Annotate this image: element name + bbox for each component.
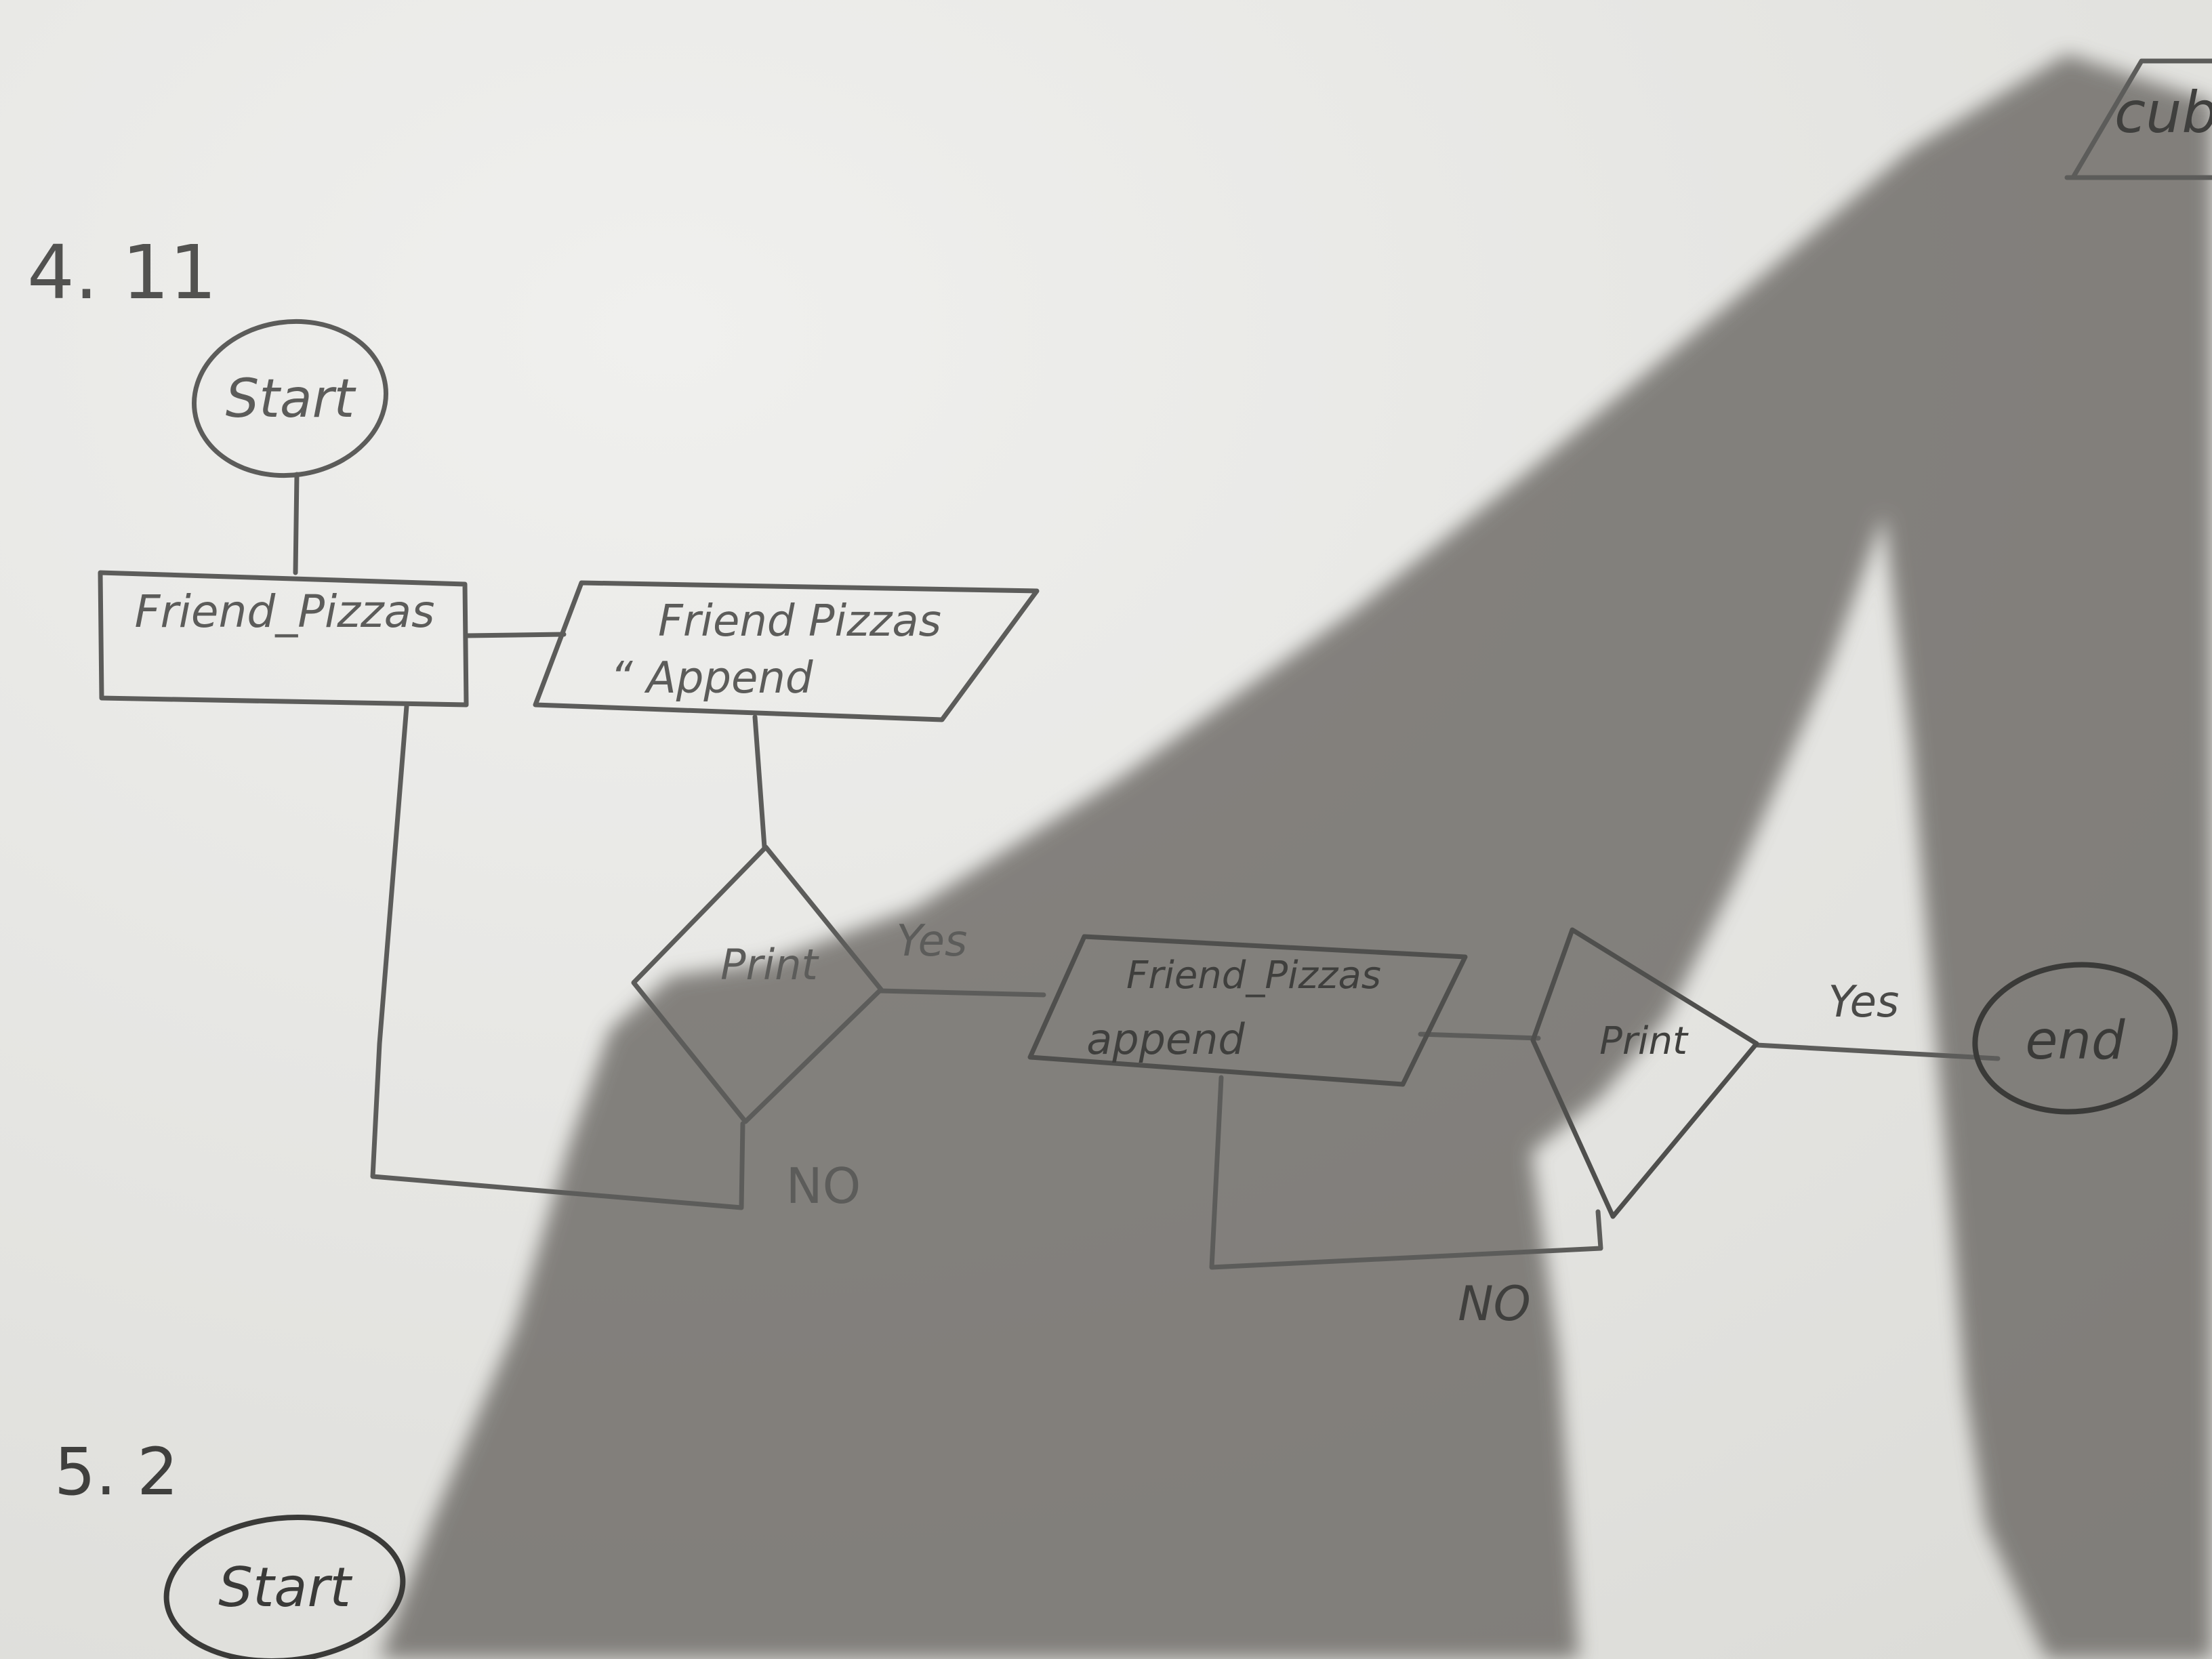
hand-shadow bbox=[380, 54, 2212, 1659]
next-problem-label: 5. 2 bbox=[54, 1434, 178, 1510]
decision1-yes-line bbox=[877, 988, 1046, 998]
decision-1: Print Yes NO bbox=[631, 844, 968, 1214]
output-shape: Friend_Pizzas append bbox=[1027, 934, 1468, 1087]
decision-1-label: Print bbox=[720, 940, 819, 989]
process-to-input-line bbox=[464, 632, 567, 638]
end-terminal: end bbox=[1972, 962, 2178, 1115]
decision-1-yes-label: Yes bbox=[897, 916, 968, 966]
start-terminal: Start bbox=[192, 319, 388, 478]
end-label: end bbox=[2026, 1010, 2125, 1071]
input-label-line1: Friend Pizzas bbox=[658, 596, 941, 647]
decision2-yes-line bbox=[1754, 1042, 2001, 1061]
start-to-process-line bbox=[293, 472, 300, 575]
problem-label: 4. 11 bbox=[27, 229, 217, 316]
connector-lines bbox=[293, 58, 2212, 1270]
start-terminal-2: Start bbox=[163, 1514, 406, 1659]
process-box: Friend_Pizzas bbox=[98, 570, 469, 708]
input-label-line2: “ Append bbox=[610, 653, 813, 703]
decision-2-no-label: NO bbox=[1458, 1276, 1530, 1332]
corner-fragment-label: cub bbox=[2114, 79, 2212, 146]
decision-2: Print Yes NO bbox=[1458, 927, 1900, 1332]
output-to-decision2-line bbox=[1418, 1031, 1541, 1041]
decision-2-label: Print bbox=[1599, 1019, 1689, 1063]
process-label: Friend_Pizzas bbox=[134, 586, 434, 638]
output-label-line2: append bbox=[1086, 1015, 1245, 1064]
decision-2-yes-label: Yes bbox=[1828, 977, 1900, 1027]
start-label: Start bbox=[226, 369, 356, 430]
input-shape: Friend Pizzas “ Append bbox=[533, 580, 1040, 722]
start-2-label: Start bbox=[218, 1556, 352, 1619]
decision2-no-loop-line bbox=[1209, 1075, 1603, 1270]
corner-shape-line bbox=[2064, 58, 2212, 180]
output-label-line1: Friend_Pizzas bbox=[1126, 954, 1381, 998]
input-to-decision-line bbox=[752, 714, 767, 850]
decision-1-no-label: NO bbox=[786, 1158, 861, 1214]
decision1-no-loop-line bbox=[370, 703, 745, 1210]
